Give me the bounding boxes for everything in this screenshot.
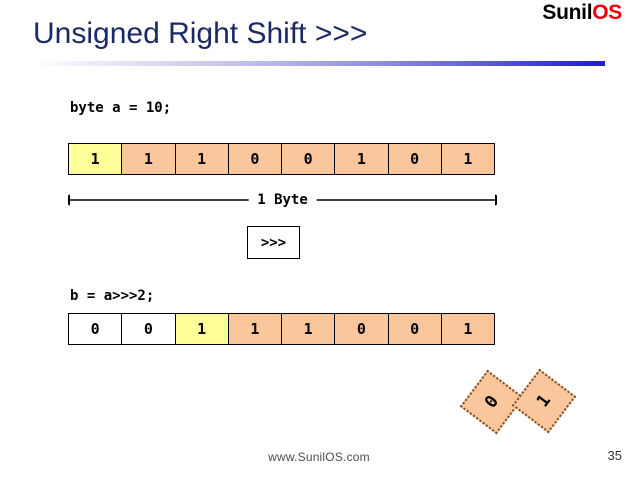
bit-cell-b-7: 1 [441, 314, 494, 344]
bit-cell-b-6: 0 [388, 314, 442, 344]
code-shift-statement: b = a>>>2; [70, 288, 155, 304]
bit-cell-b-3: 1 [228, 314, 282, 344]
bit-cell-a-4: 0 [282, 144, 336, 174]
bit-cell-b-4: 1 [282, 314, 336, 344]
bit-cell-a-5: 1 [335, 144, 389, 174]
bit-cell-b-0: 0 [69, 314, 123, 344]
byte-width-measure: 1 Byte [68, 190, 497, 212]
bit-cell-b-5: 0 [335, 314, 389, 344]
footer-url: www.SunilOS.com [268, 450, 370, 464]
logo-primary-text: Sunil [542, 1, 593, 24]
logo-accent-text: OS [592, 1, 622, 24]
bit-cell-a-0: 1 [69, 144, 123, 174]
title-divider-rule [36, 61, 605, 66]
bit-cell-a-3: 0 [228, 144, 282, 174]
dropped-bit-tile: 1 [511, 368, 577, 434]
shift-operator-symbol: >>> [260, 234, 287, 251]
bit-cell-a-6: 0 [388, 144, 442, 174]
byte-width-label: 1 Byte [248, 190, 317, 210]
footer-page-number: 35 [607, 448, 622, 463]
bit-cell-b-2: 1 [175, 314, 229, 344]
bit-cell-a-1: 1 [122, 144, 176, 174]
bit-cell-a-2: 1 [175, 144, 229, 174]
bit-cell-b-1: 0 [122, 314, 176, 344]
sunilos-logo: SunilOS [542, 2, 622, 23]
page-title: Unsigned Right Shift >>> [33, 17, 368, 50]
shift-operator-box: >>> [247, 226, 300, 259]
bit-cell-a-7: 1 [441, 144, 494, 174]
code-declaration: byte a = 10; [70, 100, 172, 116]
